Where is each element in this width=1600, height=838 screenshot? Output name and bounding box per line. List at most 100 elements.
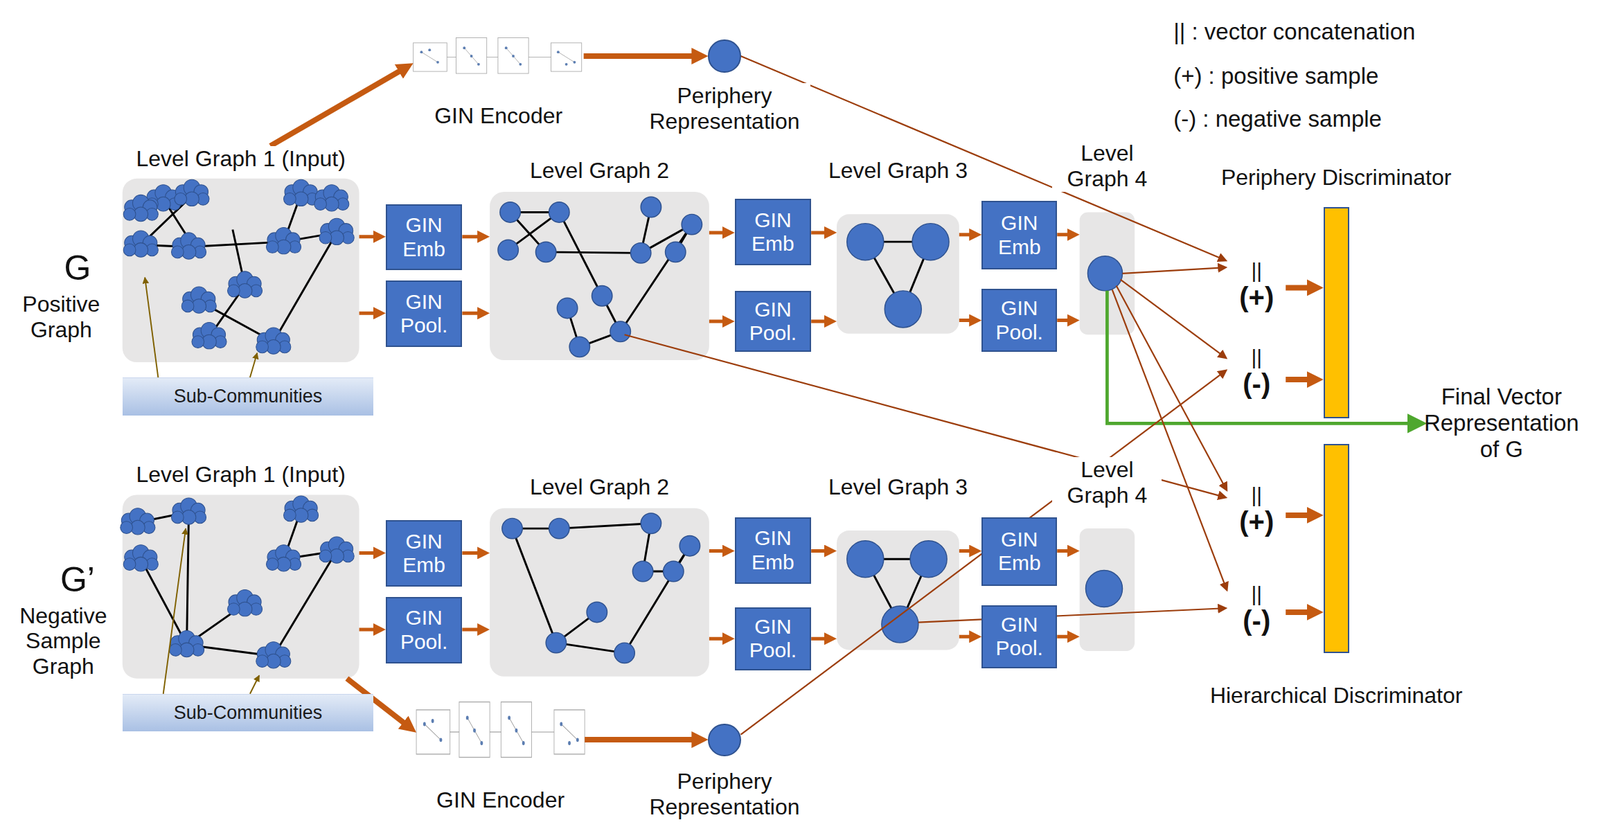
connector-arrow bbox=[461, 311, 481, 316]
graph-drawing bbox=[498, 239, 519, 260]
level-graph-panel: Level Graph 3 bbox=[836, 474, 960, 650]
sub-community-band: Sub-Communities bbox=[122, 694, 374, 733]
graph-drawing bbox=[665, 241, 686, 262]
graph-drawing bbox=[266, 545, 302, 572]
node-label: GIN Pool. bbox=[389, 290, 458, 339]
node-label: Periphery Representation bbox=[638, 83, 811, 135]
level-graph-panel: Level Graph 4 bbox=[1079, 457, 1136, 652]
connector-arrow bbox=[741, 56, 1222, 259]
graph-label: Negative Sample Graph bbox=[2, 603, 124, 680]
panel-heading: Level Graph 4 bbox=[1052, 457, 1162, 509]
connector-arrow bbox=[359, 551, 378, 555]
graph-label: G bbox=[51, 248, 104, 289]
graph-drawing bbox=[1079, 528, 1136, 652]
graph-drawing bbox=[174, 179, 210, 206]
legend-entry: (+) : positive sample bbox=[1173, 63, 1379, 90]
graph-drawing bbox=[640, 196, 661, 217]
gin-box: GIN Emb bbox=[981, 200, 1057, 270]
level-graph-panel: Level Graph 3 bbox=[836, 157, 960, 334]
node-label: GIN Encoder bbox=[431, 103, 566, 129]
gin-box: GIN Pool. bbox=[734, 607, 812, 671]
gin-box: GIN Emb bbox=[385, 520, 462, 587]
concat-symbol: (+) bbox=[1239, 281, 1274, 313]
concat-symbol: || bbox=[1250, 582, 1262, 606]
gin-encoder: GIN Encoder bbox=[416, 702, 585, 759]
graph-drawing bbox=[912, 223, 949, 261]
node-label: GIN Encoder bbox=[433, 787, 568, 814]
connector-arrow bbox=[741, 373, 1223, 735]
graph-drawing bbox=[123, 194, 158, 221]
node-label: GIN Emb bbox=[739, 526, 807, 575]
connector-arrow bbox=[1056, 549, 1071, 553]
graph-drawing bbox=[1085, 570, 1123, 608]
graph-drawing bbox=[569, 336, 590, 357]
connector-arrow bbox=[359, 234, 378, 239]
connector-arrow bbox=[1056, 232, 1071, 237]
connector-arrow bbox=[709, 549, 726, 553]
graph-drawing bbox=[556, 297, 577, 318]
connector-arrow bbox=[1285, 284, 1312, 291]
graph-drawing bbox=[630, 243, 651, 264]
node-label: GIN Pool. bbox=[985, 296, 1053, 345]
node-label: GIN Pool. bbox=[739, 615, 807, 663]
graph-drawing bbox=[910, 540, 947, 578]
connector-arrow bbox=[709, 320, 726, 324]
graph-drawing bbox=[847, 540, 884, 578]
panel-heading: Level Graph 1 (Input) bbox=[132, 461, 348, 488]
connector-arrow bbox=[359, 311, 378, 316]
graph-drawing bbox=[535, 241, 556, 262]
graph-drawing bbox=[679, 535, 700, 556]
graph-drawing bbox=[171, 232, 206, 260]
gin-box: GIN Emb bbox=[734, 517, 812, 584]
graph-drawing bbox=[137, 510, 337, 657]
panel-heading: Level Graph 3 bbox=[825, 157, 971, 184]
graph-drawing bbox=[1087, 256, 1123, 291]
node-label: GIN Pool. bbox=[985, 612, 1053, 661]
final-output-arrow bbox=[1106, 290, 1413, 424]
discriminator-bar: Hierarchical Discriminator bbox=[1323, 443, 1350, 654]
graph-drawing bbox=[122, 178, 360, 363]
level-graph-panel: Level Graph 4 bbox=[1079, 140, 1136, 335]
graph-drawing bbox=[123, 230, 158, 257]
level-graph-panel: Level Graph 2 bbox=[489, 474, 710, 677]
node-label: GIN Emb bbox=[389, 529, 458, 578]
connector-arrow bbox=[959, 549, 974, 553]
level-panels bbox=[122, 178, 1135, 679]
graph-drawing bbox=[256, 642, 291, 669]
graph-drawing bbox=[144, 277, 158, 378]
connector-arrow bbox=[1285, 376, 1312, 383]
panel-heading: Level Graph 4 bbox=[1052, 140, 1162, 192]
gin-box: GIN Emb bbox=[385, 204, 462, 271]
concat-symbol: (+) bbox=[1239, 506, 1274, 537]
graph-node-dot bbox=[498, 196, 1123, 663]
graph-drawing bbox=[586, 601, 607, 622]
graph-drawing bbox=[171, 498, 206, 525]
graph-drawing bbox=[489, 508, 710, 677]
connector-arrow bbox=[959, 232, 974, 237]
connector-arrow bbox=[959, 318, 974, 323]
concat-symbol: (-) bbox=[1242, 605, 1271, 636]
node-label: Periphery Representation bbox=[638, 768, 811, 821]
graph-label: G’ bbox=[51, 560, 104, 601]
node-label: Hierarchical Discriminator bbox=[1207, 682, 1466, 709]
graph-drawing bbox=[836, 530, 960, 650]
graph-drawing bbox=[140, 193, 337, 343]
connector-arrow bbox=[1056, 635, 1071, 639]
node-label: GIN Pool. bbox=[389, 606, 458, 654]
connector-arrow bbox=[959, 635, 974, 639]
connector-arrow bbox=[461, 551, 481, 555]
graph-drawing bbox=[227, 590, 263, 617]
graph-label: Positive Graph bbox=[0, 291, 123, 343]
level-graph-panel: Level Graph 1 (Input) bbox=[122, 146, 360, 363]
connector-arrow bbox=[811, 320, 828, 324]
node-label: Sub-Communities bbox=[173, 702, 323, 724]
connector-arrow bbox=[811, 230, 828, 235]
graph-drawing bbox=[250, 675, 260, 695]
graph-drawing bbox=[314, 184, 350, 212]
gin-box: GIN Pool. bbox=[385, 597, 462, 664]
concat-symbol: || bbox=[1250, 345, 1262, 369]
graph-drawing bbox=[319, 536, 354, 564]
graph-drawing bbox=[123, 545, 158, 572]
panel-heading: Level Graph 2 bbox=[527, 157, 672, 184]
